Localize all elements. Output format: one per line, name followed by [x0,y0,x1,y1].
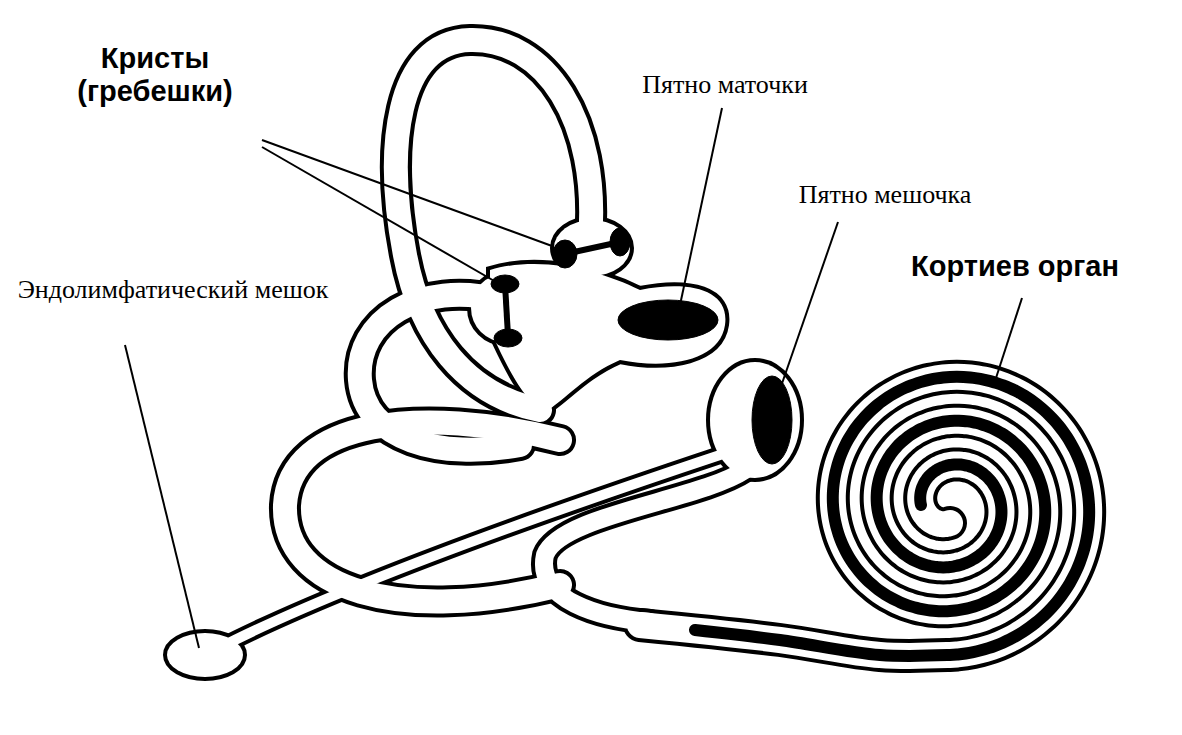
leader-line [996,298,1022,378]
sensory-areas [491,228,792,464]
saccule-lumen [710,362,800,478]
part-label: Кристы (гребешки) [40,42,270,109]
cochlea-lumen [640,377,1089,656]
leader-line [262,147,496,282]
crista [553,240,577,268]
part-label: Эндолимфатический мешок [8,275,338,305]
crista [494,329,522,347]
saccular-macula [752,376,792,464]
sac-lumen [167,633,243,677]
part-label: Кортиев орган [880,250,1150,283]
leader-line [125,345,199,648]
duct-outline [544,470,745,622]
saccule-outline [710,362,800,478]
canal-lumen [285,422,560,601]
cochlea-outline [640,377,1089,656]
organ-of-corti [695,377,1089,656]
cochlea-outline [640,377,1089,656]
leader-line [680,108,722,305]
tube-lumens [167,40,800,677]
tube-outlines [167,40,800,677]
leader-lines [125,108,1022,648]
leader-line [778,222,838,395]
duct-lumen [544,470,745,622]
utricular-macula [618,300,718,340]
part-label: Пятно маточки [620,70,830,100]
organ-of-corti [695,377,1089,656]
ampulla-outline [554,220,630,276]
part-label: Пятно мешочка [755,180,1015,210]
sac-outline [167,633,243,677]
crista [491,275,519,293]
cochlea-lumen [640,377,1089,656]
ampulla-lumen [554,220,630,276]
crista [610,228,630,256]
